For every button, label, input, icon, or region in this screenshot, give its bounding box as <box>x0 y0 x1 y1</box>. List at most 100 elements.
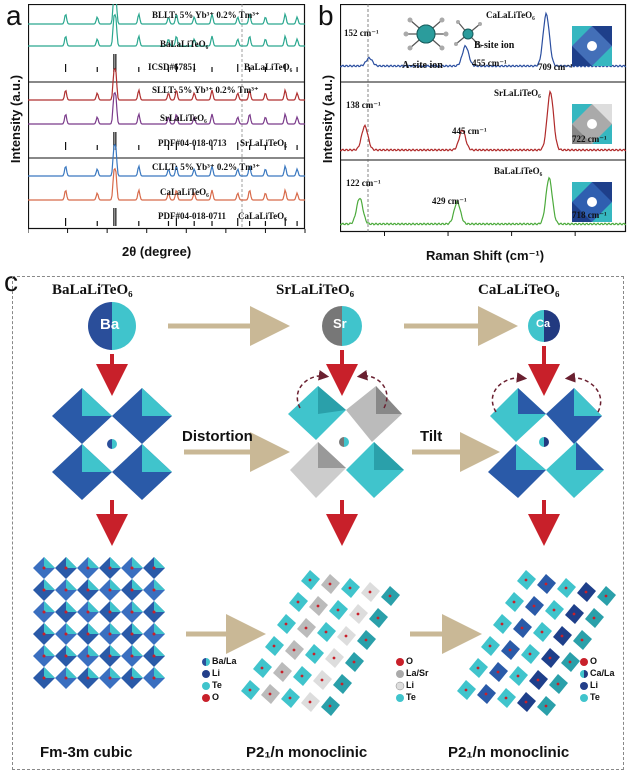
o-atom <box>356 612 360 616</box>
octahedron-face <box>66 645 77 656</box>
cubic-lattice <box>33 557 165 689</box>
o-atom <box>64 632 68 636</box>
octahedron-face <box>44 623 55 634</box>
octahedron-face <box>44 645 55 656</box>
o-atom <box>288 696 292 700</box>
o-atom <box>108 588 112 592</box>
raman-sr-name: SrLaLiTeO₆ <box>494 88 541 98</box>
o-atom <box>292 648 296 652</box>
o-atom <box>484 692 488 696</box>
raman-trace <box>340 89 626 152</box>
o-atom <box>86 610 90 614</box>
raman-ca-peak-2: 455 cm⁻¹ <box>472 58 507 68</box>
a-site-molecule-icon <box>403 17 449 51</box>
octahedron-face <box>154 645 165 656</box>
raman-ca-peak-3: 709 cm⁻¹ <box>538 62 573 72</box>
ion-label-ba: Ba <box>100 316 120 333</box>
ion-label-sr: Sr <box>333 316 347 331</box>
xrd-trace <box>28 143 305 177</box>
o-atom <box>64 654 68 658</box>
ca-monoclinic-lattice <box>457 570 616 716</box>
octahedron-face <box>88 579 99 590</box>
o-atom <box>556 682 560 686</box>
phase-ca-monoclinic: P2₁/n monoclinic <box>448 744 570 761</box>
o-atom <box>332 656 336 660</box>
xrd-label-icsd: ICSD#67851 <box>148 62 197 72</box>
xrd-trace <box>28 167 305 201</box>
o-atom <box>560 634 564 638</box>
c-title-sr: SrLaLiTeO₆ <box>276 282 355 298</box>
o-atom <box>272 644 276 648</box>
o-atom <box>500 622 504 626</box>
o-atom <box>42 632 46 636</box>
o-atom <box>536 678 540 682</box>
o-atom <box>86 566 90 570</box>
raman-ca-peak-1: 152 cm⁻¹ <box>344 28 379 38</box>
octahedron-face <box>66 667 77 678</box>
xrd-trace <box>28 91 305 125</box>
o-atom <box>268 692 272 696</box>
o-atom <box>42 588 46 592</box>
o-atom <box>376 616 380 620</box>
octahedron-face <box>110 579 121 590</box>
legend-3-item-0: O <box>590 656 598 666</box>
transition-tilt: Tilt <box>420 428 443 445</box>
o-atom <box>86 654 90 658</box>
o-atom <box>364 638 368 642</box>
o-atom <box>108 632 112 636</box>
o-atom <box>316 604 320 608</box>
o-atom <box>464 688 468 692</box>
sr-structure-icon <box>572 104 612 144</box>
raman-ba-peak-2: 429 cm⁻¹ <box>432 196 467 206</box>
o-atom <box>108 676 112 680</box>
o-atom <box>496 670 500 674</box>
phase-cubic: Fm-3m cubic <box>40 744 133 761</box>
o-atom <box>580 638 584 642</box>
panel-a-xlabel: 2θ (degree) <box>122 244 192 259</box>
o-atom <box>508 648 512 652</box>
o-atom <box>592 616 596 620</box>
o-atom <box>540 630 544 634</box>
raman-ba-name: BaLaLiTeO₆ <box>494 166 543 176</box>
legend-2-item-3: Te <box>406 692 416 702</box>
xrd-label-icsd-compound: BaLaLiTeO₆ <box>244 62 293 72</box>
legend-2-item-2: Li <box>406 680 414 690</box>
legend-1-item-0: Ba/La <box>212 656 237 666</box>
panel-c-frame <box>12 276 624 770</box>
octahedron-face <box>154 579 165 590</box>
o-atom <box>604 594 608 598</box>
panel-a-letter: a <box>6 0 22 31</box>
xrd-trace <box>28 67 305 101</box>
o-atom <box>152 676 156 680</box>
o-atom <box>108 610 112 614</box>
o-atom <box>308 578 312 582</box>
o-atom <box>476 666 480 670</box>
o-atom <box>504 696 508 700</box>
panel-b-plot: 200400600800 <box>340 4 627 236</box>
o-atom <box>108 654 112 658</box>
o-atom <box>296 600 300 604</box>
o-atom <box>42 566 46 570</box>
o-atom <box>64 610 68 614</box>
o-atom <box>328 582 332 586</box>
o-atom <box>64 676 68 680</box>
octahedron-face <box>110 601 121 612</box>
o-atom <box>300 674 304 678</box>
o-atom <box>152 610 156 614</box>
raman-sr-peak-3: 722 cm⁻¹ <box>572 134 607 144</box>
o-atom <box>532 604 536 608</box>
o-atom <box>488 644 492 648</box>
o-atom <box>260 666 264 670</box>
xrd-label-pdf0713-compound: SrLaLiTeO₆ <box>240 138 287 148</box>
o-atom <box>544 704 548 708</box>
octahedron-face <box>154 667 165 678</box>
ba-octahedra-cluster <box>52 388 172 500</box>
o-atom <box>584 590 588 594</box>
octahedron-face <box>88 667 99 678</box>
o-atom <box>512 600 516 604</box>
o-atom <box>388 594 392 598</box>
phase-sr-monoclinic: P2₁/n monoclinic <box>246 744 368 761</box>
octahedron-face <box>88 623 99 634</box>
o-atom <box>42 676 46 680</box>
panel-c-graphics <box>33 302 616 716</box>
